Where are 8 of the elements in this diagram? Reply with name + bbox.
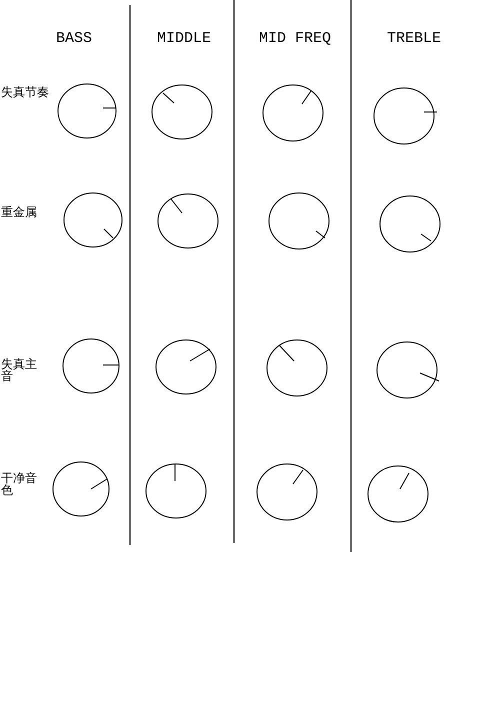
row-label: 失真主音 (1, 358, 38, 382)
row-label: 失真节奏 (1, 86, 50, 98)
row-label: 干净音色 (1, 472, 38, 496)
row-label: 重金属 (1, 206, 38, 218)
column-heading: TREBLE (387, 30, 441, 47)
column-heading: MID FREQ (259, 30, 331, 47)
column-heading: BASS (56, 30, 92, 47)
column-heading: MIDDLE (157, 30, 211, 47)
